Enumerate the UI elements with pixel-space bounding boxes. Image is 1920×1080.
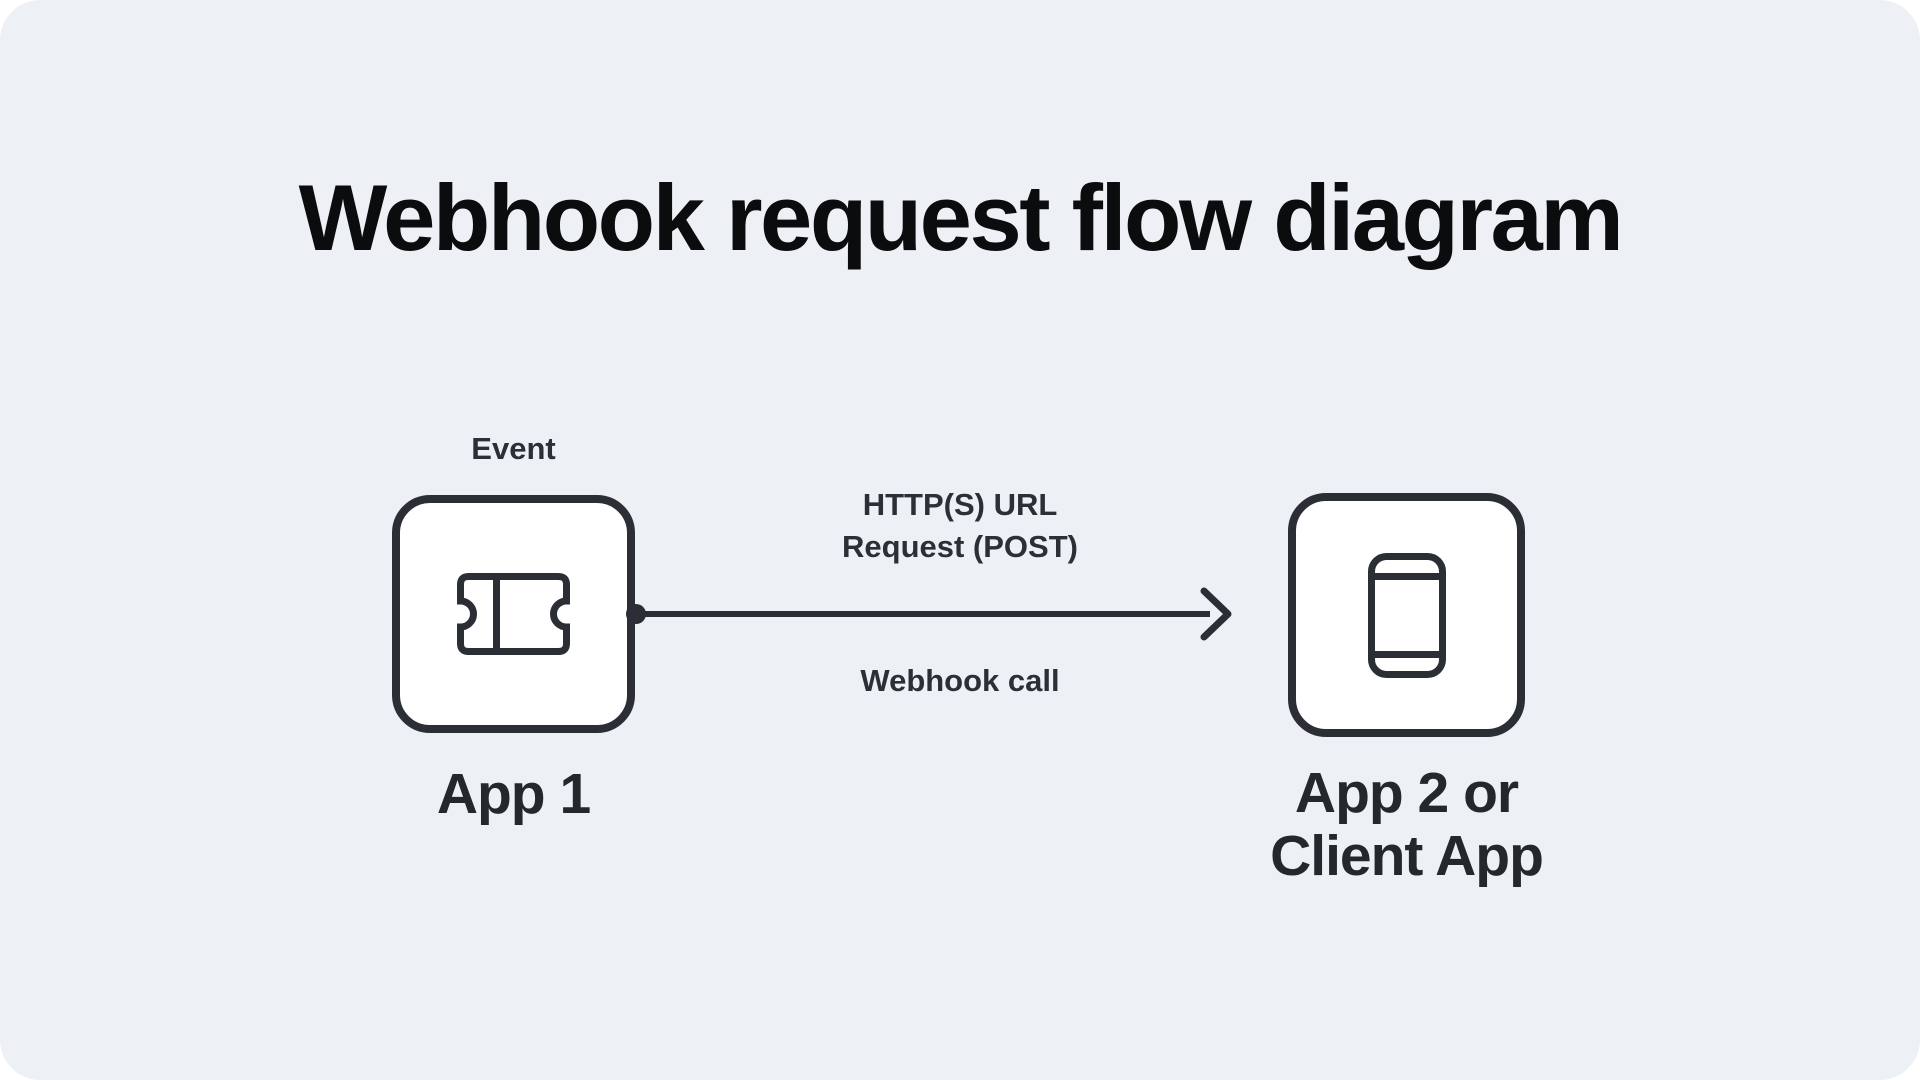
http-request-label-line2: Request (POST) [842, 529, 1078, 564]
http-request-label-line1: HTTP(S) URL [862, 487, 1058, 522]
http-request-label: HTTP(S) URL Request (POST) [710, 484, 1210, 568]
arrow-head [1200, 587, 1232, 641]
app1-name-label: App 1 [436, 762, 591, 826]
app2-name-line2: Client App [1270, 824, 1544, 888]
flow-arrow [626, 587, 1232, 641]
ticket-icon [457, 573, 570, 655]
app1-node [392, 495, 635, 733]
event-label: Event [471, 431, 556, 466]
page-title: Webhook request flow diagram [298, 165, 1624, 270]
smartphone-icon [1367, 552, 1446, 678]
app2-name-line1: App 2 or [1294, 761, 1519, 825]
app2-name-label: App 2 or Client App [1236, 762, 1577, 888]
app2-node [1288, 493, 1525, 737]
webhook-call-label: Webhook call [860, 663, 1060, 698]
